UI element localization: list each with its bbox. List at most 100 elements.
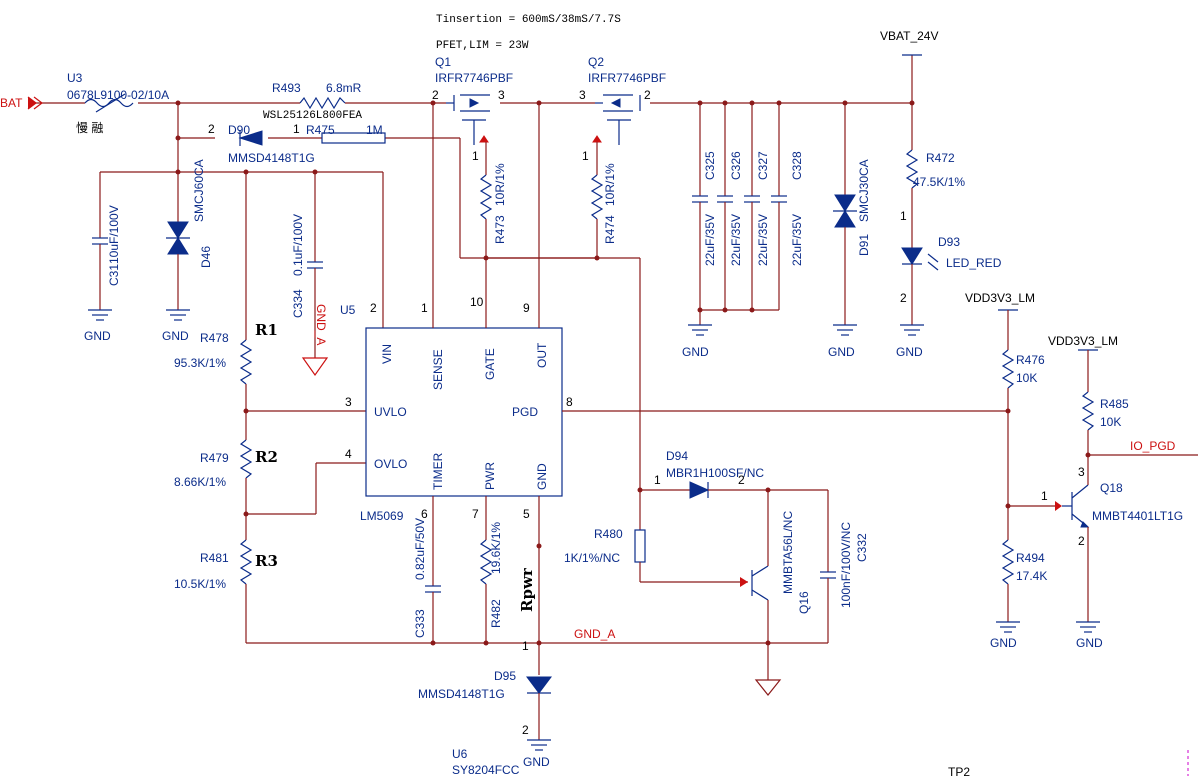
r473-value: 10R/1% [493,163,507,206]
svg-text:1: 1 [900,209,907,223]
u6-value: SY8204FCC [452,763,520,776]
q16-ref: Q16 [797,591,811,614]
q18-value: MMBT4401LT1G [1092,509,1183,523]
text-labels: Tinsertion = 600mS/38mS/7.7S PFET,LIM = … [0,14,1183,776]
d94-ref: D94 [666,449,688,463]
u3-note: 慢 融 [76,121,103,135]
q2-ref: Q2 [588,55,604,69]
d46-ref: D46 [199,246,213,268]
d90-value: MMSD4148T1G [228,151,315,165]
net-vdd3v3-b: VDD3V3_LM [1048,334,1118,348]
c326-value: 22uF/35V [729,214,743,266]
gnd-label-3: GND [682,345,709,359]
svg-text:2: 2 [208,122,215,136]
d95-ref: D95 [494,669,516,683]
junction-dots [175,100,1091,646]
d90-ref: D90 [228,123,250,137]
svg-text:2: 2 [738,473,745,487]
r478-tag: R1 [255,321,278,339]
c332-ref: C332 [855,533,869,562]
tp2-ref: TP2 [948,765,970,776]
pin-num-pgd: 8 [566,395,573,409]
u3-ref: U3 [67,71,83,85]
tvs-d46 [166,172,190,310]
gate-resistors [479,174,604,328]
q18-ref: Q18 [1100,481,1123,495]
gnd-label-5: GND [896,345,923,359]
svg-text:1: 1 [654,473,661,487]
u5-ref: U5 [340,303,356,317]
c31-ref: C31 [107,264,121,286]
r482-value: 19.6K/1% [489,522,503,574]
r480-value: 1K/1%/NC [564,551,620,565]
svg-text:1: 1 [293,122,300,136]
led-branch [900,54,939,336]
pin-num-out: 9 [523,301,530,315]
svg-text:1: 1 [1041,489,1048,503]
net-gnd-a: GND_A [574,627,615,641]
r480-ref: R480 [594,527,623,541]
r485-ref: R485 [1100,397,1129,411]
q1-value: IRFR7746PBF [435,71,513,85]
net-vbat-24v: VBAT_24V [880,29,938,43]
pin-gnd: GND [535,463,549,490]
r475-ref: R475 [306,123,335,137]
r478-value: 95.3K/1% [174,356,226,370]
pin-timer: TIMER [431,452,445,490]
d94-value: MBR1H100SF/NC [666,466,764,480]
gnd-label-6: GND [990,636,1017,650]
d91-value: SMCJ30CA [857,159,871,222]
r474-ref: R474 [603,215,617,244]
r494-value: 17.4K [1016,569,1047,583]
gnd-label-8: GND [523,755,550,769]
svg-text:3: 3 [498,88,505,102]
pin-num-gnd: 5 [523,507,530,521]
pin-num-pwr: 7 [472,507,479,521]
net-vdd3v3-a: VDD3V3_LM [965,291,1035,305]
d93-ref: D93 [938,235,960,249]
svg-text:2: 2 [900,291,907,305]
svg-text:2: 2 [432,88,439,102]
r493-ref: R493 [272,81,301,95]
d46-value: SMCJ60CA [192,159,206,222]
c333-ref: C333 [413,609,427,638]
svg-text:2: 2 [644,88,651,102]
pin-uvlo: UVLO [374,405,407,419]
gnd-label-7: GND [1076,636,1103,650]
r476-ref: R476 [1016,353,1045,367]
c326-ref: C326 [729,151,743,180]
gnd-label-2: GND [162,329,189,343]
c334-value: 0.1uF/100V [291,214,305,276]
d93-value: LED_RED [946,256,1002,270]
r473-ref: R473 [493,215,507,244]
capacitor-c31 [92,172,108,310]
c328-ref: C328 [790,151,804,180]
pgd-network [562,309,1198,633]
r493-value: 6.8mR [326,81,362,95]
svg-text:1: 1 [522,639,529,653]
c333-value: 0.82uF/50V [413,518,427,580]
resistor-r475 [321,132,386,144]
c325-value: 22uF/35V [703,214,717,266]
pin-ovlo: OVLO [374,457,407,471]
u3-value: 0678L9100-02/10A [67,88,169,102]
r476-value: 10K [1016,371,1037,385]
c325-ref: C325 [703,151,717,180]
r479-value: 8.66K/1% [174,475,226,489]
pin-num-uvlo: 3 [345,395,352,409]
tvs-d91 [833,103,857,336]
r482-ref: R482 [489,599,503,628]
r481-value: 10.5K/1% [174,577,226,591]
mosfet-q1 [446,94,490,175]
diode-d95 [526,676,552,751]
pin-pwr: PWR [483,462,497,490]
q2-value: IRFR7746PBF [588,71,666,85]
r481-tag: R3 [255,552,278,570]
net-gnd-a-vertical: GND_A [314,304,328,345]
r485-value: 10K [1100,415,1121,429]
resistor-r493 [299,96,346,110]
r481-ref: R481 [200,551,229,565]
svg-text:3: 3 [579,88,586,102]
d95-value: MMSD4148T1G [418,687,505,701]
pin-num-vin: 2 [370,301,377,315]
